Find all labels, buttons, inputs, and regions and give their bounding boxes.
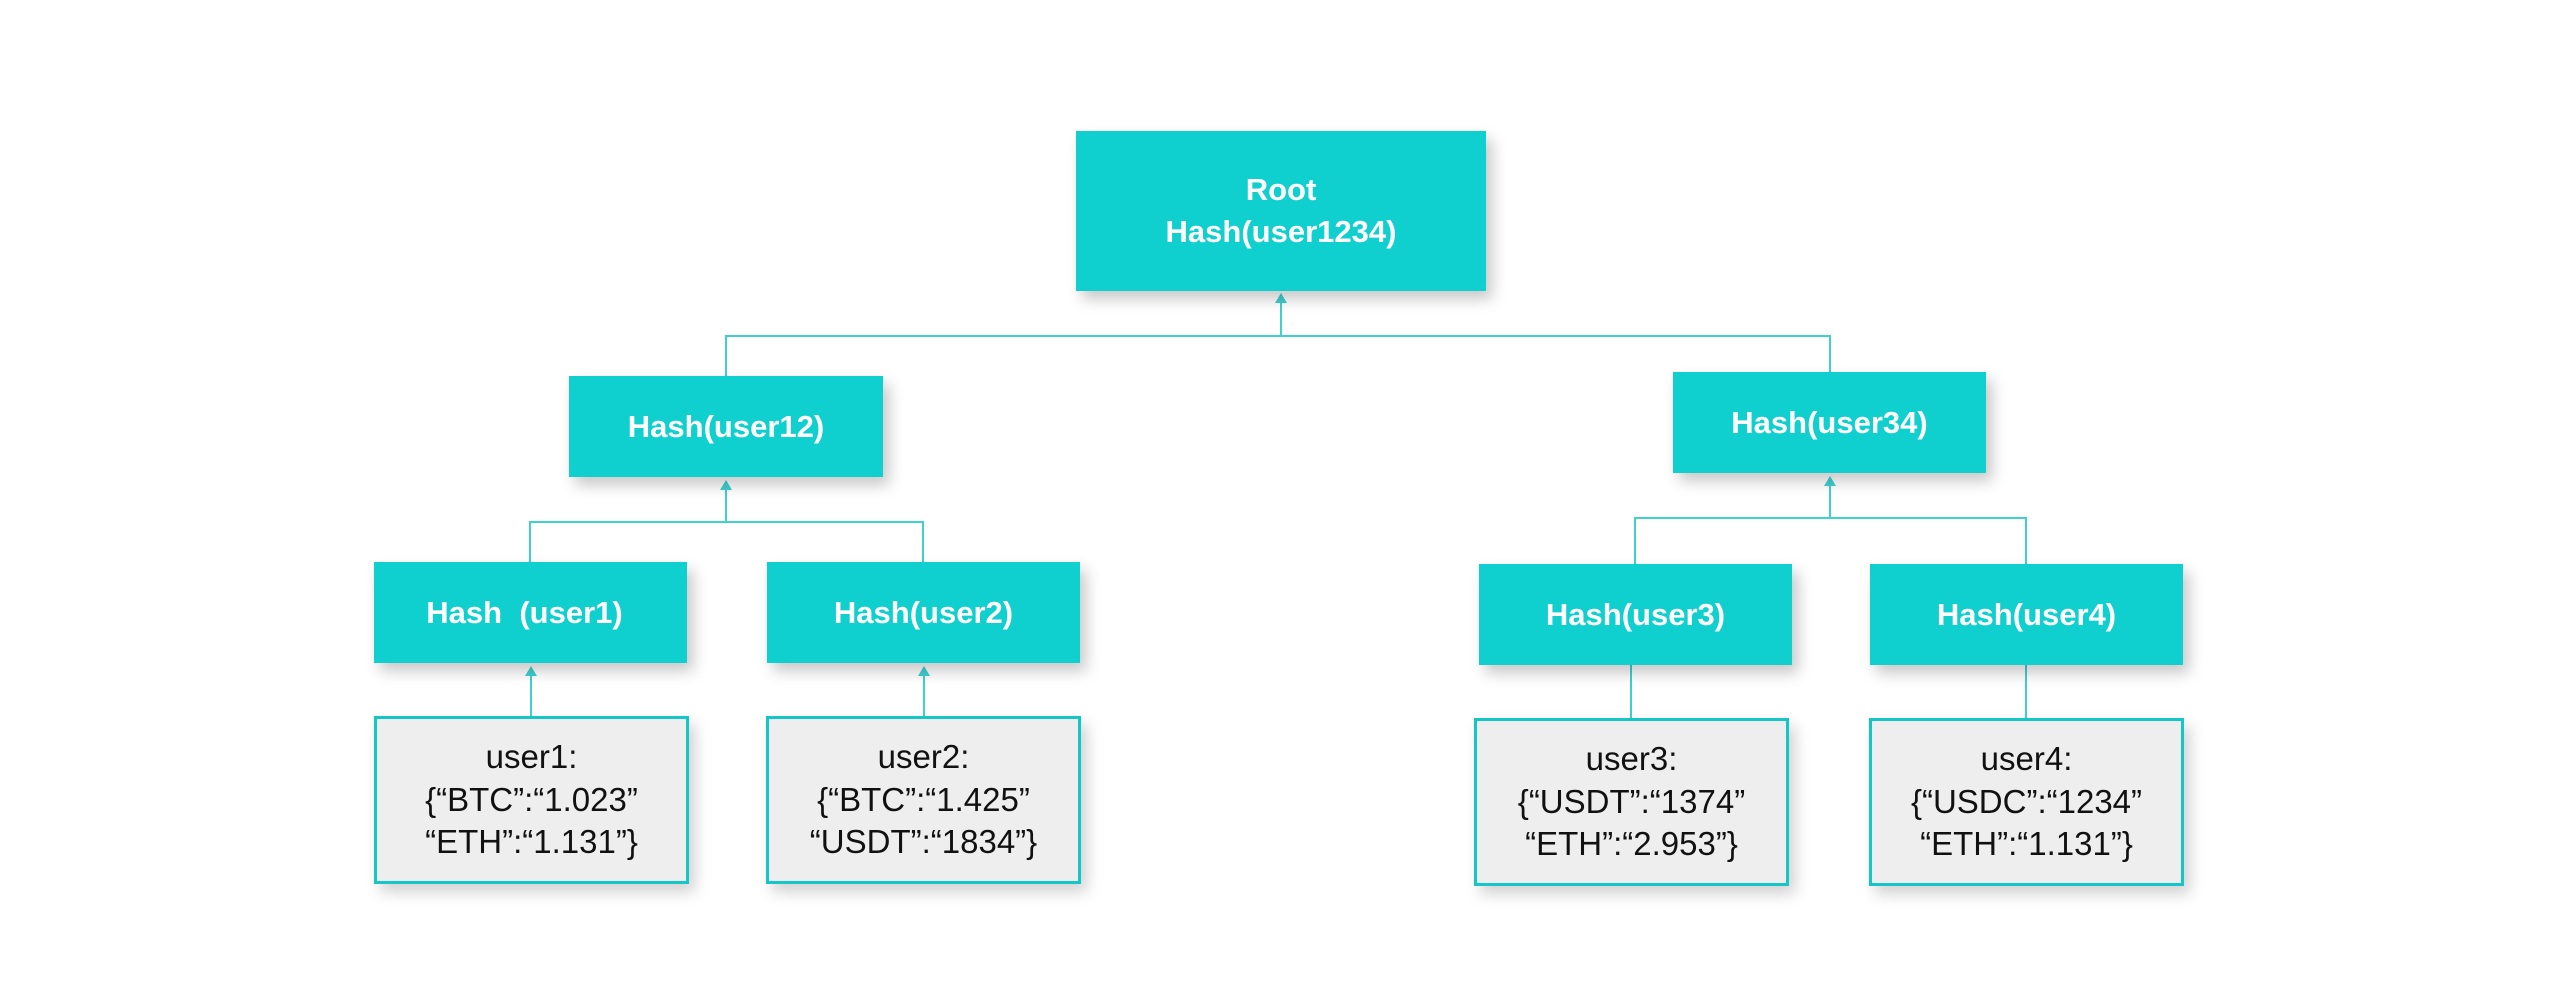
data-line: user1:	[485, 737, 578, 775]
arrow-head-user2	[918, 666, 930, 676]
data-line: user4:	[1980, 739, 2073, 777]
data-line: {“USDC”:“1234”	[1910, 782, 2143, 820]
node-label: Hash(user2)	[833, 594, 1014, 630]
root-hash-node: Root Hash(user1234)	[1076, 131, 1486, 291]
connector-user34	[1634, 517, 2027, 564]
arrow-head-root	[1275, 293, 1287, 303]
arrow-head-user12	[720, 480, 732, 490]
arrow-head-user1	[525, 666, 537, 676]
connector-root	[725, 335, 1831, 376]
data-line: {“USDT”:“1374”	[1517, 782, 1746, 820]
user3-data-node: user3: {“USDT”:“1374” “ETH”:“2.953”}	[1474, 718, 1789, 886]
arrow-head-user34	[1824, 476, 1836, 486]
data-line: {“BTC”:“1.425”	[817, 780, 1030, 818]
node-label: Hash(user34)	[1731, 404, 1928, 440]
data-line: “USDT”:“1834”}	[809, 823, 1038, 861]
hash-user4-node: Hash(user4)	[1870, 564, 2183, 665]
node-label: Hash(user12)	[627, 408, 825, 444]
data-line: “ETH”:“1.131”}	[425, 823, 638, 861]
data-line: user3:	[1585, 739, 1678, 777]
root-hash-label: Hash(user1234)	[1165, 214, 1397, 249]
connector-user12	[529, 521, 924, 562]
data-line: user2:	[877, 737, 970, 775]
user2-data-node: user2: {“BTC”:“1.425” “USDT”:“1834”}	[766, 716, 1081, 884]
hash-user34-node: Hash(user34)	[1673, 372, 1986, 473]
root-label: Root	[1245, 172, 1317, 208]
user4-data-node: user4: {“USDC”:“1234” “ETH”:“1.131”}	[1869, 718, 2184, 886]
user1-data-node: user1: {“BTC”:“1.023” “ETH”:“1.131”}	[374, 716, 689, 884]
data-line: “ETH”:“2.953”}	[1525, 825, 1738, 863]
data-line: “ETH”:“1.131”}	[1920, 825, 2133, 863]
data-line: {“BTC”:“1.023”	[425, 780, 638, 818]
node-label: Hash(user4)	[1936, 596, 2117, 632]
node-label: Hash (user1)	[426, 594, 623, 630]
hash-user1-node: Hash (user1)	[374, 562, 687, 663]
node-label: Hash(user3)	[1545, 596, 1726, 632]
hash-user12-node: Hash(user12)	[569, 376, 883, 477]
hash-user2-node: Hash(user2)	[767, 562, 1080, 663]
hash-user3-node: Hash(user3)	[1479, 564, 1792, 665]
